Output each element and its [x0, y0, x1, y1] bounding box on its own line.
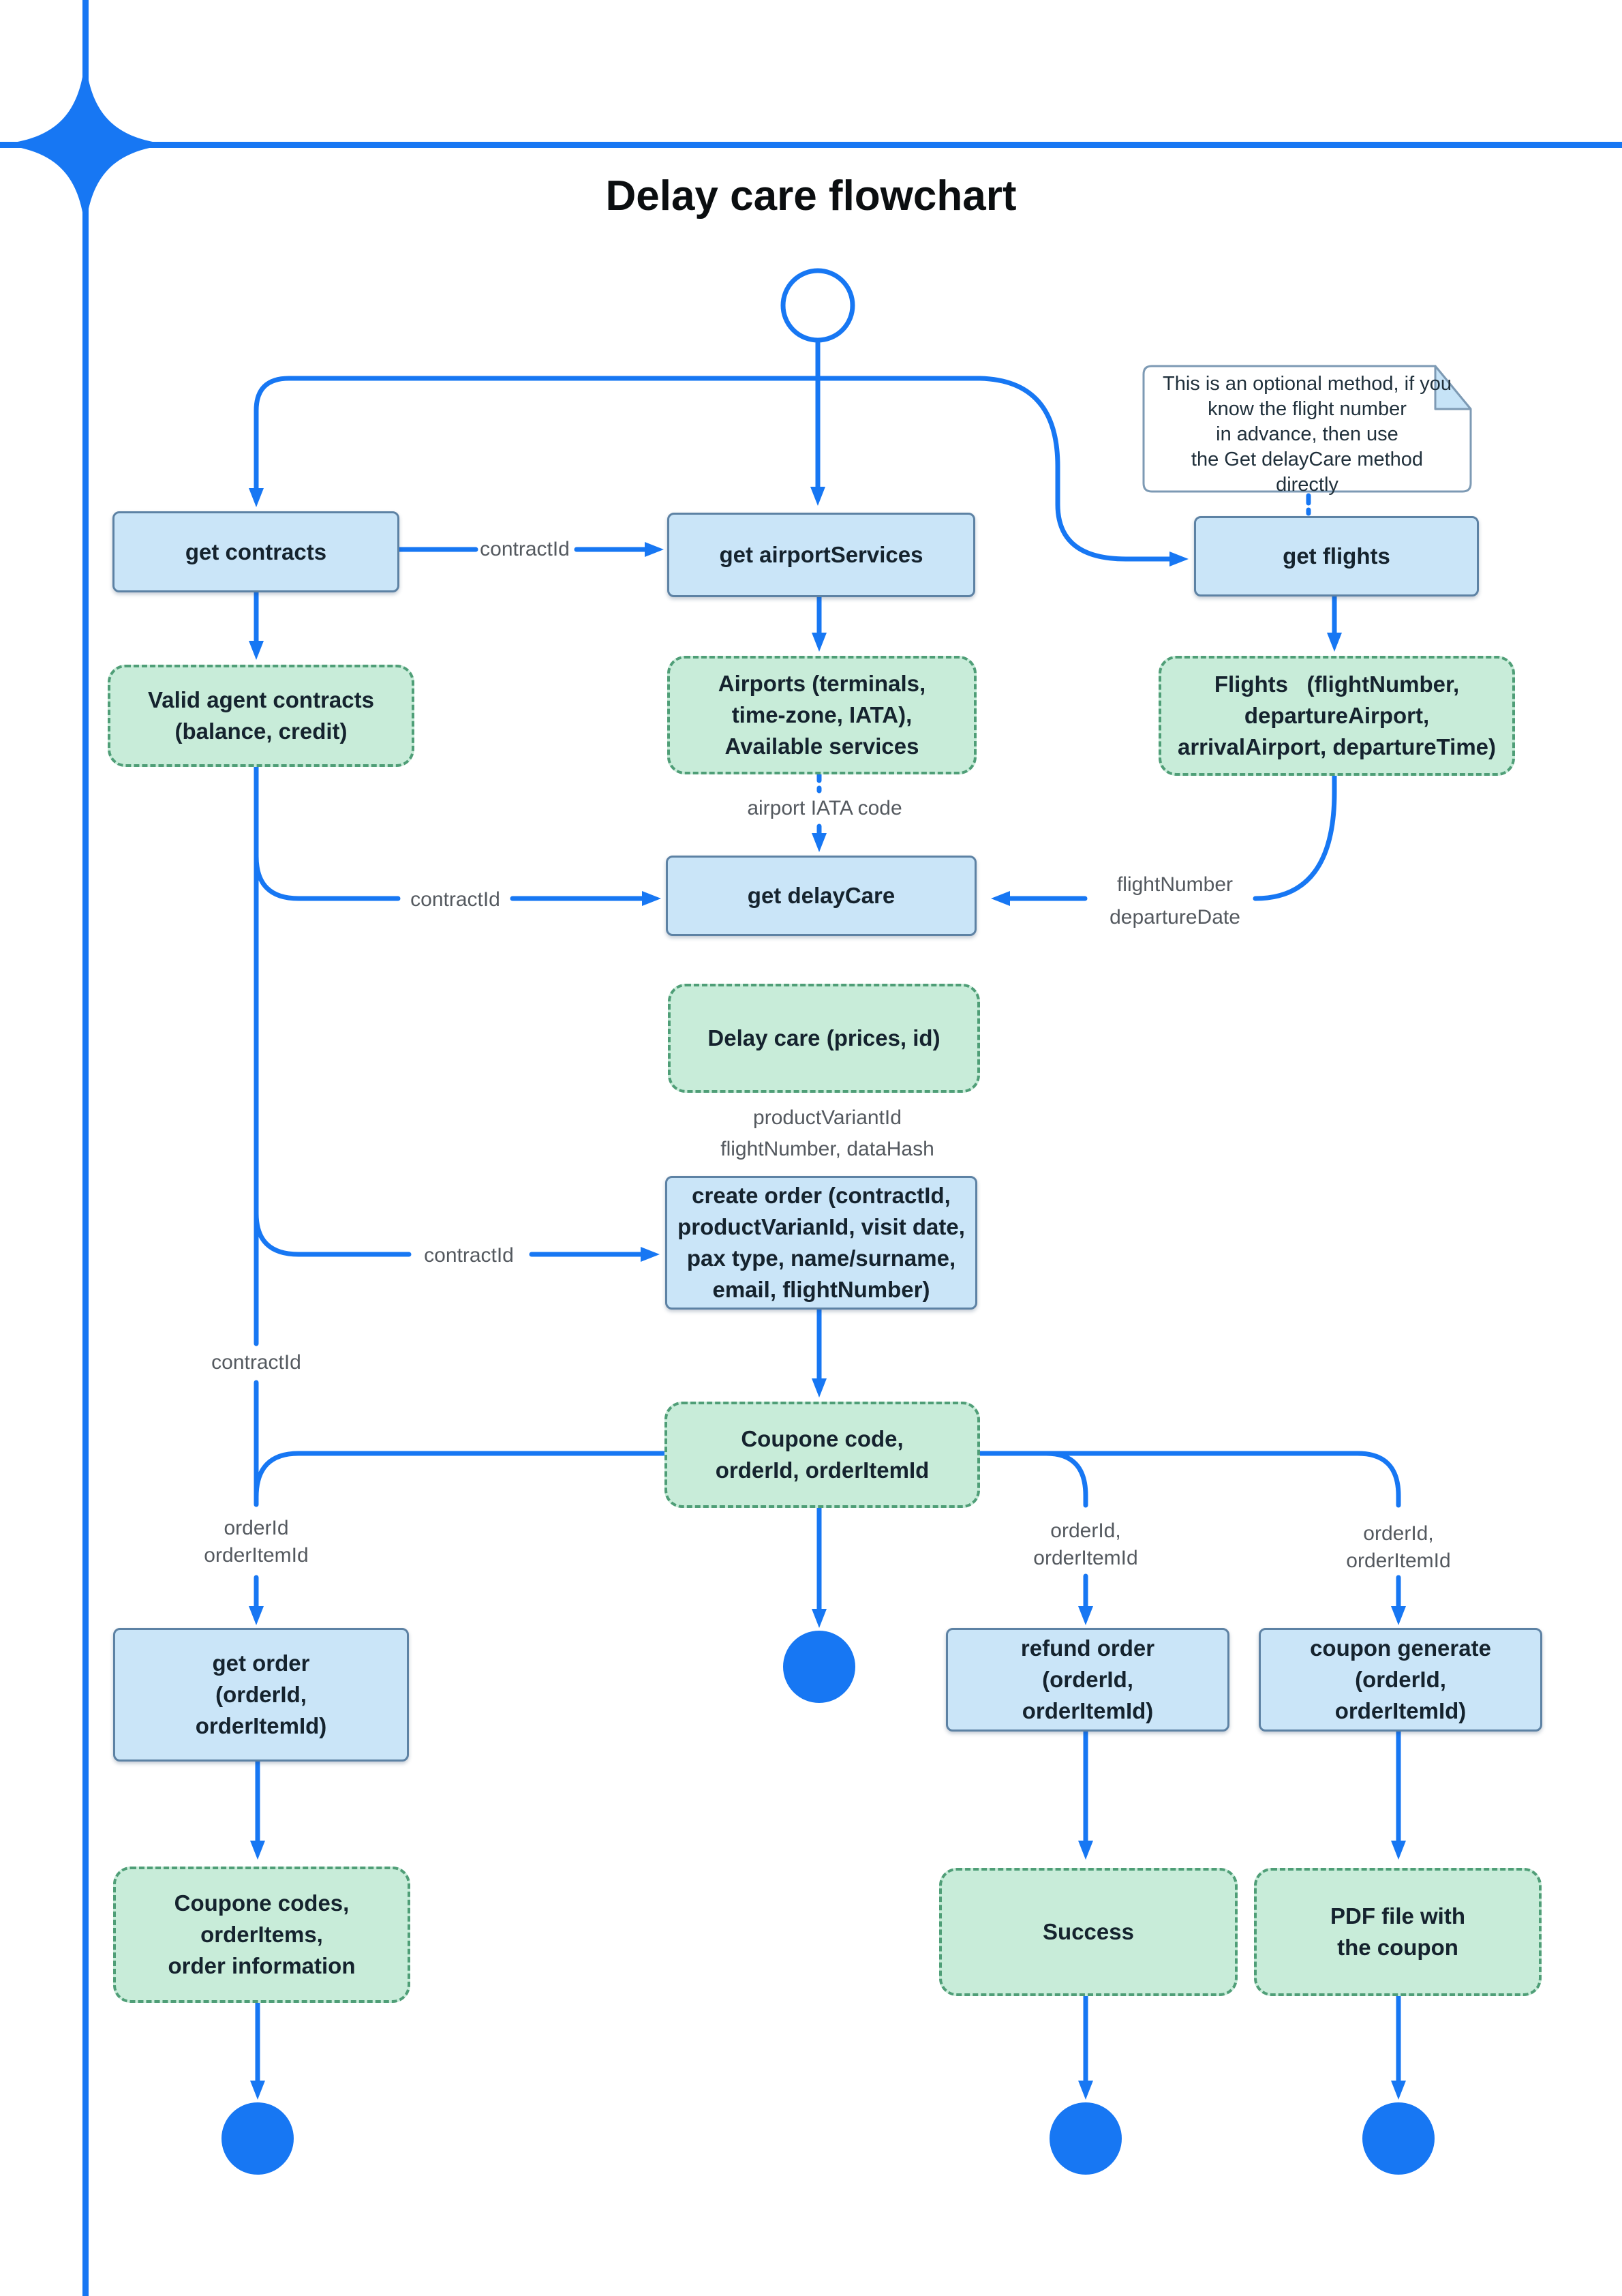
node-get-airport-services: get airportServices — [667, 513, 975, 597]
node-coupon-generate: coupon generate (orderId, orderItemId) — [1259, 1628, 1542, 1732]
node-get-order: get order (orderId, orderItemId) — [113, 1628, 409, 1762]
edge-coupone-refund-curve — [1043, 1451, 1088, 1508]
edge-start-to-contracts — [249, 376, 292, 507]
page-title: Delay care flowchart — [605, 172, 1017, 220]
end-node-right — [1362, 2102, 1435, 2175]
node-get-contracts: get contracts — [112, 511, 399, 592]
label-flightnumber-departuredate: flightNumber departureDate — [1110, 873, 1240, 928]
node-airports: Airports (terminals, time-zone, IATA), A… — [667, 656, 977, 774]
node-get-delay-care: get delayCare — [666, 856, 977, 936]
node-refund-order: refund order (orderId, orderItemId) — [946, 1628, 1229, 1732]
node-get-flights: get flights — [1194, 516, 1479, 596]
label-contractid-createorder: contractId — [424, 1244, 514, 1267]
edge-coupone-right — [973, 1451, 1401, 1508]
label-orderids-left: orderId orderItemId — [204, 1517, 309, 1567]
node-valid-agent-contracts: Valid agent contracts (balance, credit) — [108, 665, 414, 767]
end-node-middle — [1050, 2102, 1122, 2175]
label-productvariantid: productVariantId flightNumber, dataHash — [720, 1106, 934, 1160]
node-coupone-codes: Coupone codes, orderItems, order informa… — [113, 1867, 410, 2003]
node-create-order: create order (contractId, productVarianI… — [665, 1176, 977, 1310]
end-node-left — [221, 2102, 294, 2175]
note-text: This is an optional method, if you know … — [1163, 373, 1452, 496]
label-orderids-refund: orderId, orderItemId — [1033, 1520, 1138, 1569]
label-contractid-left: contractId — [211, 1351, 301, 1374]
left-accent-line — [82, 0, 89, 2296]
edge-contractid-delaycare-a — [254, 854, 401, 901]
node-pdf-file: PDF file with the coupon — [1254, 1868, 1542, 1996]
node-flights-data: Flights (flightNumber, departureAirport,… — [1159, 656, 1515, 776]
top-accent-line — [0, 142, 1622, 148]
node-coupone-code: Coupone code, orderId, orderItemId — [664, 1402, 980, 1508]
end-node-center — [783, 1631, 855, 1703]
label-orderids-coupon: orderId, orderItemId — [1346, 1522, 1451, 1572]
edge-flightnumber-a — [1253, 770, 1337, 901]
label-contractid-delaycare: contractId — [410, 888, 500, 911]
edge-coupone-left — [254, 1451, 666, 1506]
edge-contractid-createorder-a — [254, 1211, 412, 1257]
edge-start-to-flights — [977, 376, 1189, 567]
node-delay-care: Delay care (prices, id) — [668, 984, 980, 1093]
label-airport-iata: airport IATA code — [747, 797, 902, 819]
start-node — [780, 268, 855, 343]
label-contractid-top: contractId — [480, 538, 570, 560]
node-success: Success — [939, 1868, 1238, 1996]
